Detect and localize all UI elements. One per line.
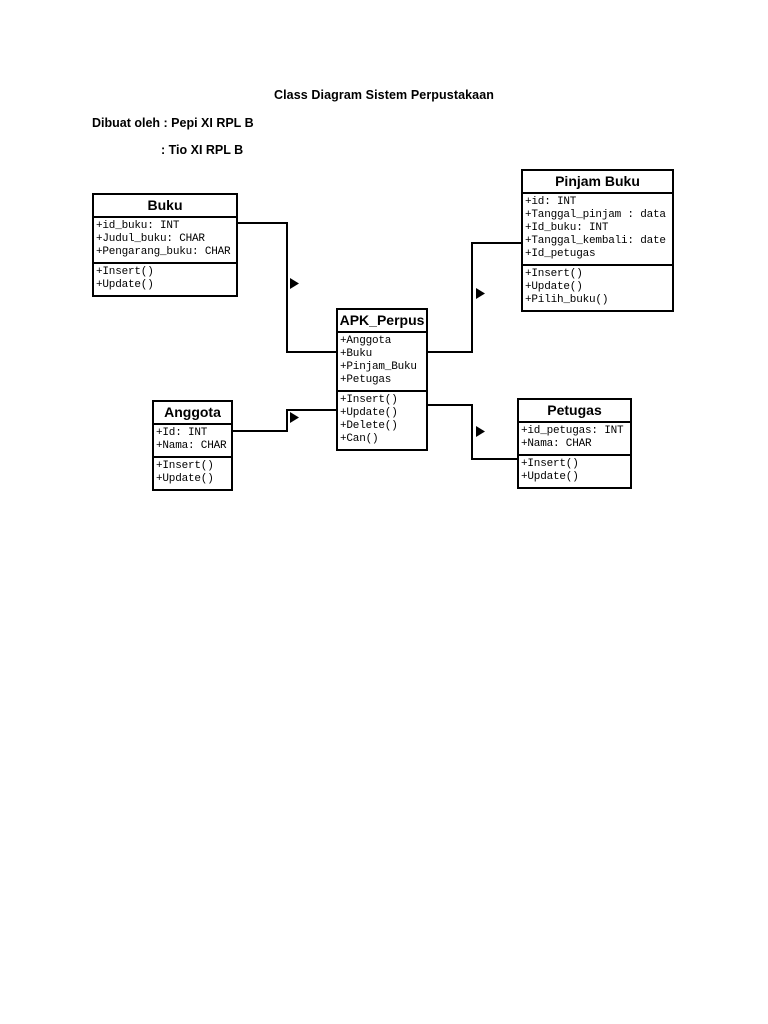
class-attributes-petugas: +id_petugas: INT+Nama: CHAR [519, 423, 630, 456]
class-title-petugas: Petugas [519, 400, 630, 423]
arrowhead-apkperpus-to-petugas-icon [476, 426, 485, 437]
class-box-anggota: Anggota +Id: INT+Nama: CHAR +Insert()+Up… [152, 400, 233, 491]
member-row: +Insert() [340, 394, 398, 406]
class-attributes-anggota: +Id: INT+Nama: CHAR [154, 425, 231, 458]
class-title-pinjam-buku: Pinjam Buku [523, 171, 672, 194]
connector-anggota-to-apkperpus [232, 409, 336, 432]
member-row: +Can() [340, 433, 379, 445]
class-title-buku: Buku [94, 195, 236, 218]
member-row: +Pinjam_Buku [340, 361, 417, 373]
member-row: +Insert() [521, 458, 579, 470]
member-row: +Id_petugas [525, 248, 596, 260]
class-attributes-pinjam-buku: +id: INT+Tanggal_pinjam : data+Id_buku: … [523, 194, 672, 266]
author-line-1: Dibuat oleh : Pepi XI RPL B [92, 116, 254, 130]
class-methods-buku: +Insert()+Update() [94, 264, 236, 295]
author-line-2: : Tio XI RPL B [161, 143, 244, 157]
page-title: Class Diagram Sistem Perpustakaan [273, 88, 495, 102]
member-row: +Insert() [525, 268, 583, 280]
member-row: +Update() [96, 279, 154, 291]
class-attributes-buku: +id_buku: INT+Judul_buku: CHAR+Pengarang… [94, 218, 236, 264]
connector-buku-to-apkperpus [238, 222, 336, 353]
connector-apkperpus-to-pinjambuku [428, 242, 521, 353]
class-methods-pinjam-buku: +Insert()+Update()+Pilih_buku() [523, 266, 672, 310]
member-row: +Id_buku: INT [525, 222, 609, 234]
class-methods-apk-perpus: +Insert()+Update()+Delete()+Can() [338, 392, 426, 449]
member-row: +id_petugas: INT [521, 425, 624, 437]
class-methods-petugas: +Insert()+Update() [519, 456, 630, 487]
member-row: +Nama: CHAR [156, 440, 227, 452]
connector-apkperpus-to-petugas [428, 404, 517, 460]
member-row: +Buku [340, 348, 373, 360]
member-row: +Update() [521, 471, 579, 483]
member-row: +Insert() [96, 266, 154, 278]
class-methods-anggota: +Insert()+Update() [154, 458, 231, 489]
arrowhead-buku-to-apkperpus-icon [290, 278, 299, 289]
arrowhead-anggota-to-apkperpus-icon [290, 412, 299, 423]
class-box-apk-perpus: APK_Perpus +Anggota+Buku+Pinjam_Buku+Pet… [336, 308, 428, 451]
class-title-anggota: Anggota [154, 402, 231, 425]
member-row: +Delete() [340, 420, 398, 432]
member-row: +Tanggal_pinjam : data [525, 209, 666, 221]
member-row: +Update() [525, 281, 583, 293]
member-row: +Insert() [156, 460, 214, 472]
member-row: +Petugas [340, 374, 392, 386]
member-row: +Judul_buku: CHAR [96, 233, 205, 245]
member-row: +id: INT [525, 196, 577, 208]
member-row: +Update() [156, 473, 214, 485]
arrowhead-apkperpus-to-pinjambuku-icon [476, 288, 485, 299]
member-row: +Anggota [340, 335, 392, 347]
class-box-petugas: Petugas +id_petugas: INT+Nama: CHAR +Ins… [517, 398, 632, 489]
member-row: +id_buku: INT [96, 220, 180, 232]
member-row: +Tanggal_kembali: date [525, 235, 666, 247]
member-row: +Pilih_buku() [525, 294, 609, 306]
class-attributes-apk-perpus: +Anggota+Buku+Pinjam_Buku+Petugas [338, 333, 426, 392]
member-row: +Id: INT [156, 427, 208, 439]
class-title-apk-perpus: APK_Perpus [338, 310, 426, 333]
member-row: +Nama: CHAR [521, 438, 592, 450]
class-box-buku: Buku +id_buku: INT+Judul_buku: CHAR+Peng… [92, 193, 238, 297]
member-row: +Pengarang_buku: CHAR [96, 246, 231, 258]
class-box-pinjam-buku: Pinjam Buku +id: INT+Tanggal_pinjam : da… [521, 169, 674, 312]
member-row: +Update() [340, 407, 398, 419]
